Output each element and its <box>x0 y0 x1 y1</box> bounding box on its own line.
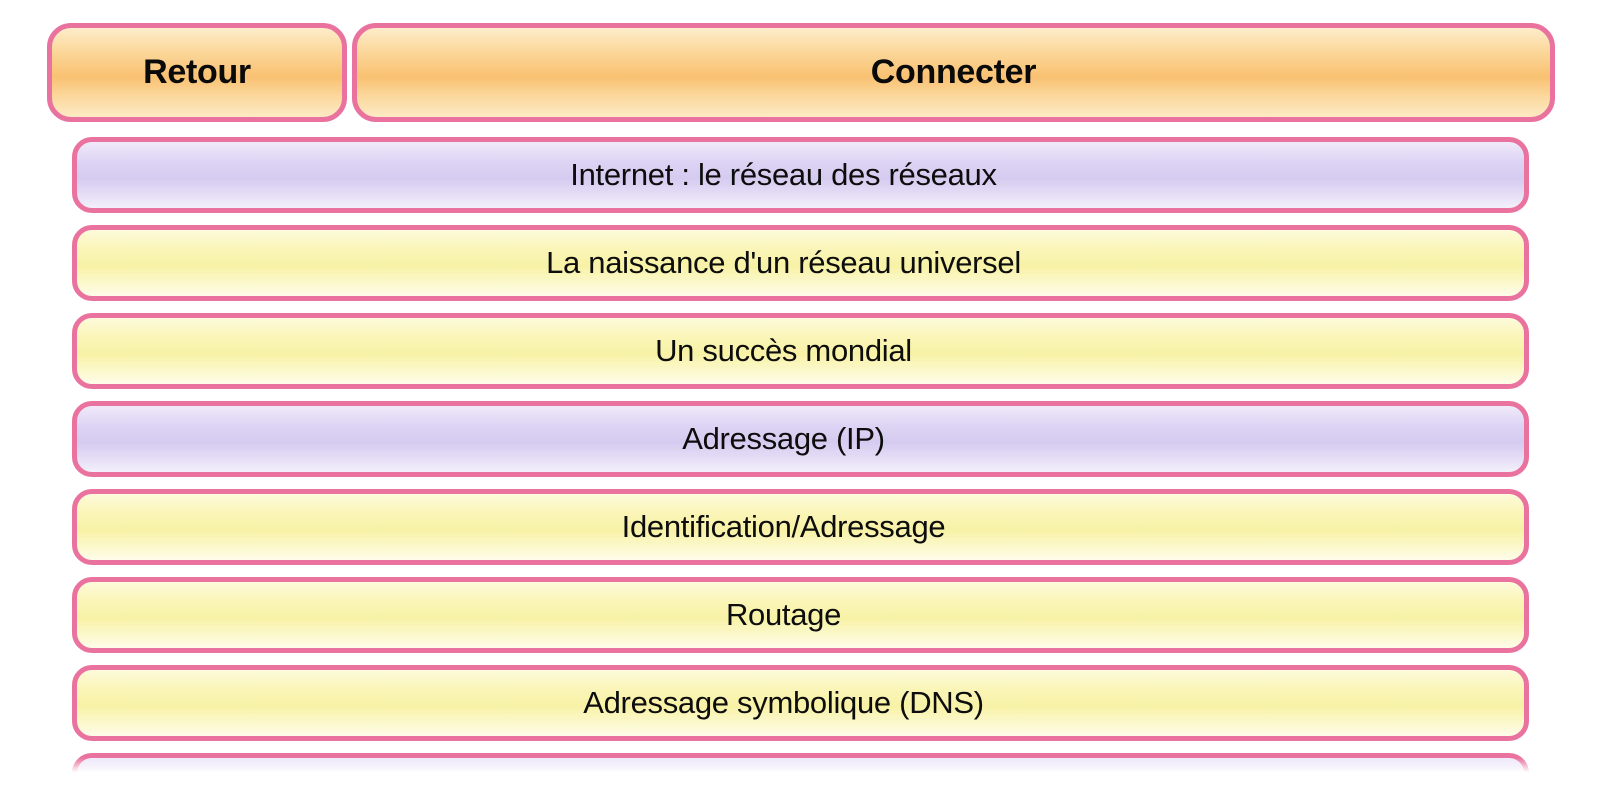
connect-button[interactable]: Connecter <box>352 23 1555 122</box>
menu-item-internet-reseau-des-reseaux[interactable]: Internet : le réseau des réseaux <box>72 137 1529 213</box>
menu-item-routage[interactable]: Routage <box>72 577 1529 653</box>
menu-item-label: Identification/Adressage <box>621 509 946 544</box>
menu-item-adressage-symbolique-dns[interactable]: Adressage symbolique (DNS) <box>72 665 1529 741</box>
menu-item-identification-adressage[interactable]: Identification/Adressage <box>72 489 1529 565</box>
menu-item-label: Adressage (IP) <box>682 421 885 456</box>
connect-button-label: Connecter <box>870 53 1037 91</box>
menu-item-partial-bottom[interactable] <box>72 753 1529 773</box>
menu-item-label: Adressage symbolique (DNS) <box>583 685 984 720</box>
menu-item-label: Un succès mondial <box>655 333 912 368</box>
chapter-list: Internet : le réseau des réseaux La nais… <box>72 137 1529 773</box>
back-button[interactable]: Retour <box>47 23 347 122</box>
menu-item-label: La naissance d'un réseau universel <box>546 245 1021 280</box>
menu-item-adressage-ip[interactable]: Adressage (IP) <box>72 401 1529 477</box>
back-button-label: Retour <box>143 53 251 91</box>
menu-item-succes-mondial[interactable]: Un succès mondial <box>72 313 1529 389</box>
menu-item-label: Routage <box>725 597 842 632</box>
menu-item-label: Internet : le réseau des réseaux <box>570 157 997 192</box>
menu-item-naissance-reseau-universel[interactable]: La naissance d'un réseau universel <box>72 225 1529 301</box>
